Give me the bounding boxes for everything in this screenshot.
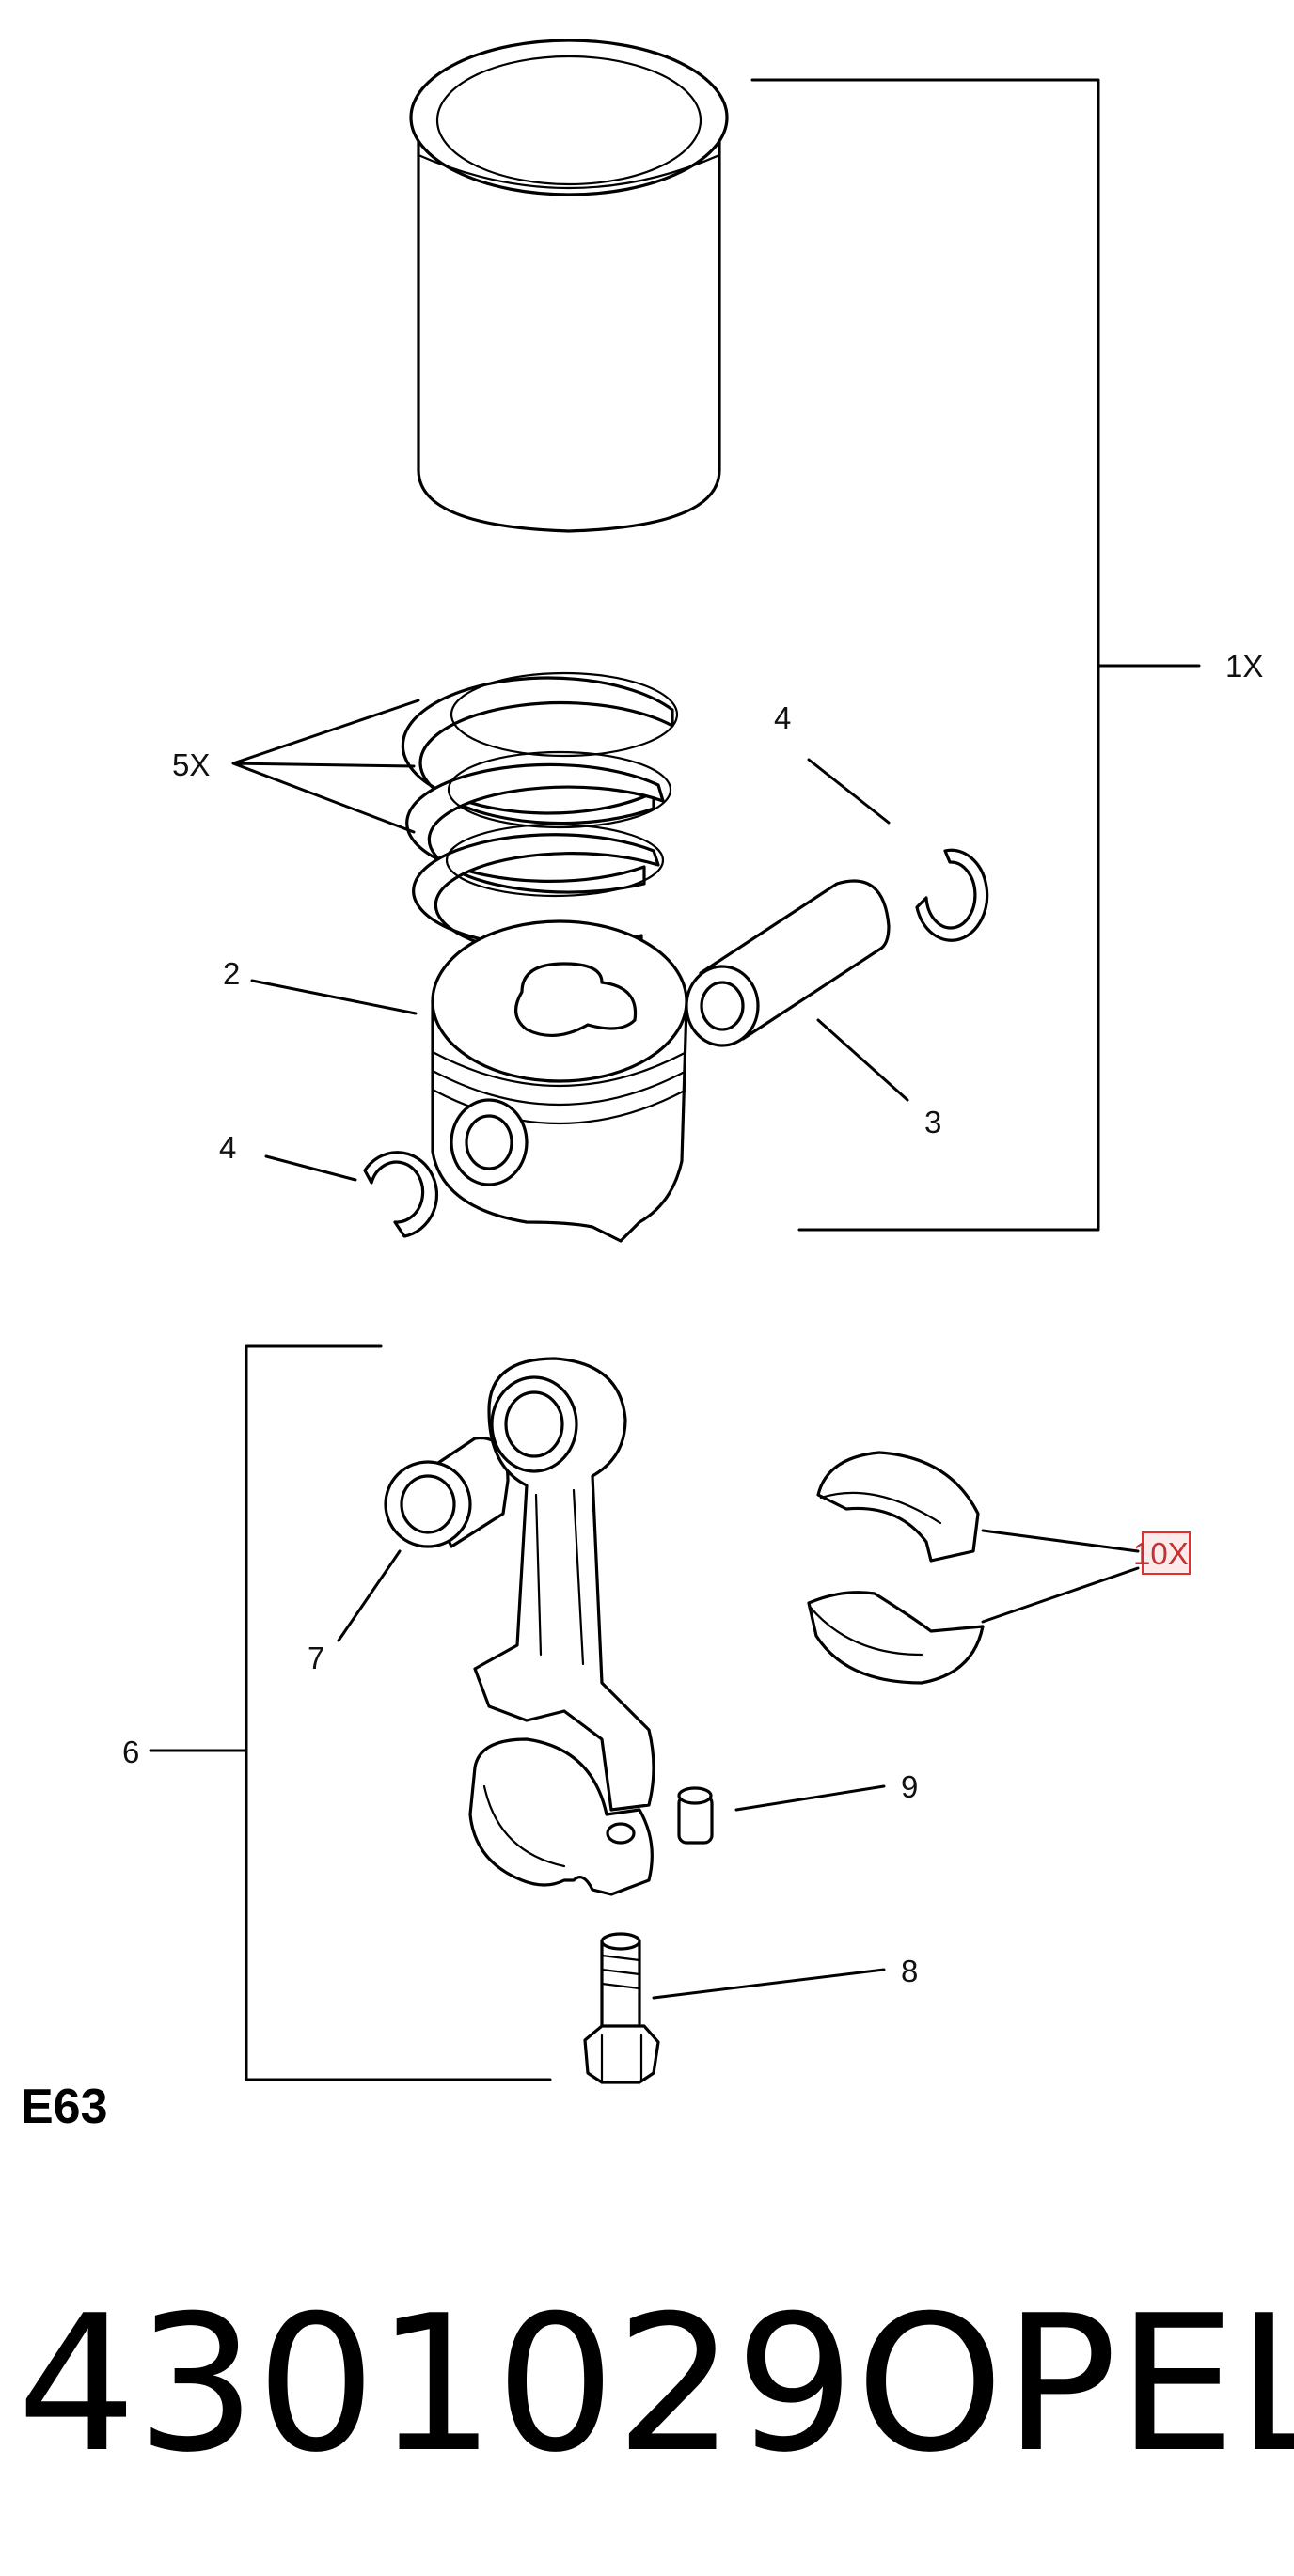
bracket-rod (149, 1344, 552, 2081)
callout-9: 9 (901, 1769, 918, 1804)
callout-4-top: 4 (774, 700, 791, 735)
callout-3: 3 (924, 1105, 941, 1139)
cylinder-liner (409, 39, 729, 533)
small-end-bushing (384, 1436, 510, 1548)
circlip-bottom (363, 1151, 439, 1238)
piston-rings (401, 671, 679, 959)
leader-bearings (981, 1529, 1140, 1624)
circlip-top (915, 848, 989, 942)
page-code: E63 (21, 2080, 108, 2134)
leader-3 (816, 1018, 909, 1102)
qty-assembly-label: 1X (1225, 649, 1263, 683)
qty-bearings-label: 10X (1133, 1536, 1189, 1571)
brand-name: OPEL (856, 2275, 1294, 2494)
rod-bolt (583, 1932, 660, 2084)
qty-rings-label: 5X (172, 747, 210, 782)
part-number: 4301029 (17, 2275, 855, 2494)
bearing-shells (807, 1451, 985, 1685)
callout-2: 2 (223, 956, 240, 991)
callout-6: 6 (122, 1735, 139, 1769)
leader-9 (734, 1784, 886, 1812)
leader-4-top (807, 758, 891, 825)
callout-4-bottom: 4 (219, 1130, 236, 1165)
bracket-assembly (750, 78, 1201, 1232)
dowel-pin (677, 1786, 714, 1845)
qty-bearings-highlight (1142, 1531, 1191, 1575)
leader-7 (337, 1549, 402, 1642)
callout-7: 7 (308, 1641, 324, 1675)
leader-2 (250, 979, 418, 1015)
piston-pin (685, 879, 891, 1047)
leader-rings (231, 699, 420, 834)
connecting-rod (468, 1357, 655, 1896)
leader-4-bottom (264, 1154, 357, 1182)
leader-8 (652, 1968, 886, 2000)
callout-8: 8 (901, 1954, 918, 1988)
piston (431, 919, 688, 1243)
